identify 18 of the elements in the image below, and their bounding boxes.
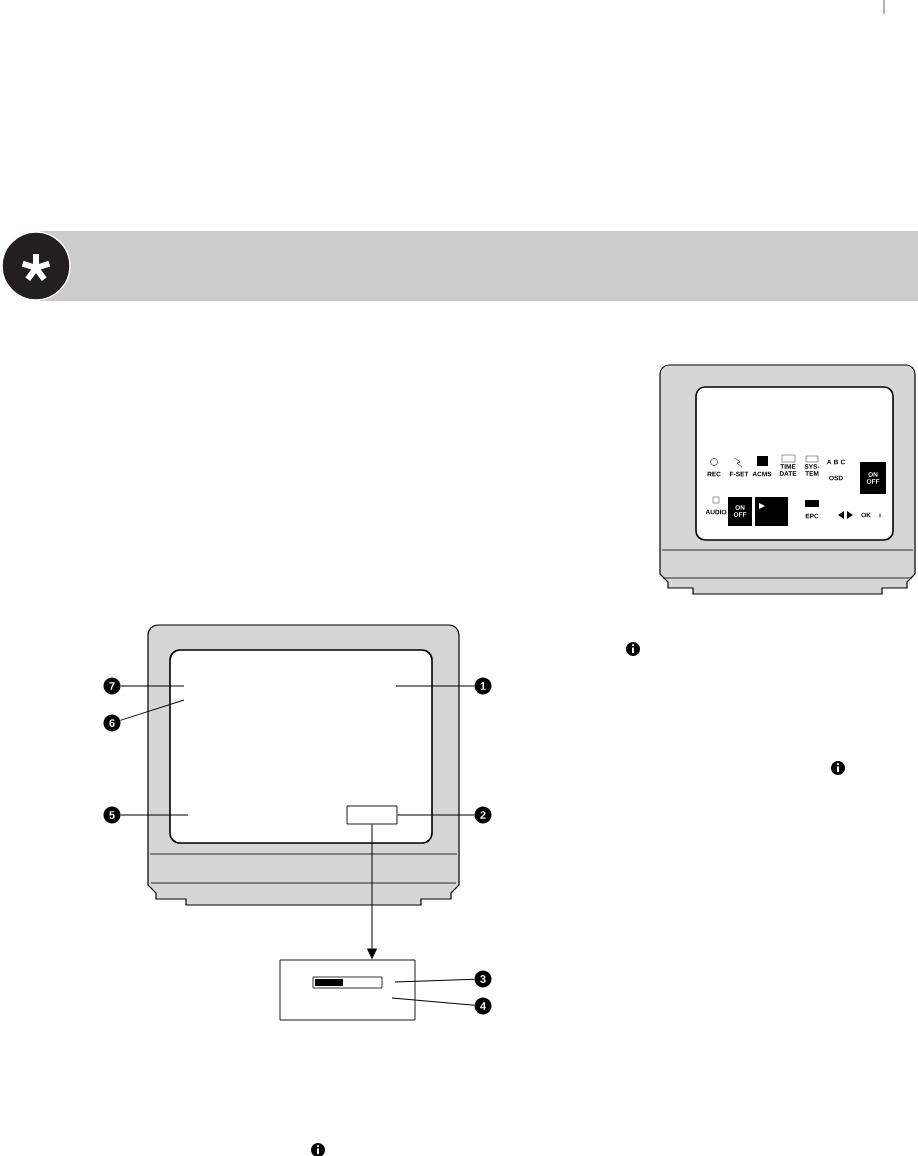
leader-line	[394, 978, 475, 983]
callout-number: 2	[474, 806, 492, 824]
callout-number: 4	[474, 997, 492, 1015]
callout-number: 7	[103, 677, 121, 695]
display-box	[279, 959, 416, 1021]
callout-number: 5	[103, 806, 121, 824]
callout-number: 1	[474, 677, 492, 695]
leader-line	[396, 814, 475, 816]
arrow	[367, 823, 377, 959]
callout-number: 6	[103, 714, 121, 732]
television-drawing	[147, 624, 460, 906]
leader-line	[395, 685, 475, 687]
leader-line	[120, 685, 185, 687]
leader-line	[119, 699, 185, 721]
display-box	[346, 805, 398, 825]
callout-number: 3	[474, 970, 492, 988]
leader-line	[391, 997, 475, 1006]
leader-line	[120, 814, 189, 816]
